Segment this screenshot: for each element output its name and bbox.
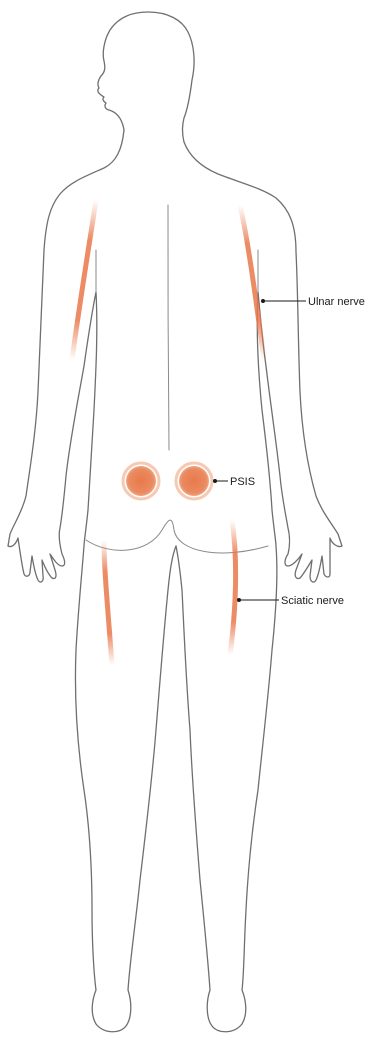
psis-right bbox=[179, 466, 209, 496]
sciatic-nerve-right bbox=[230, 520, 236, 655]
callout-sciatic: Sciatic nerve bbox=[237, 595, 344, 607]
sciatic-nerve-label: Sciatic nerve bbox=[281, 595, 344, 607]
ulnar-nerve-left bbox=[72, 200, 96, 360]
psis-label: PSIS bbox=[230, 476, 255, 488]
sciatic-nerve-left bbox=[104, 540, 112, 665]
body-outline bbox=[8, 12, 342, 1032]
psis-left bbox=[126, 466, 156, 496]
ulnar-nerve-label: Ulnar nerve bbox=[308, 296, 365, 308]
callout-psis: PSIS bbox=[213, 476, 255, 488]
psis-markers bbox=[123, 463, 212, 499]
ulnar-nerve-right bbox=[240, 205, 264, 360]
callout-ulnar: Ulnar nerve bbox=[261, 296, 365, 308]
spine-line bbox=[168, 205, 169, 450]
right-body-outline bbox=[176, 142, 342, 1032]
left-body-outline bbox=[8, 130, 176, 1032]
head-outline bbox=[98, 12, 194, 142]
